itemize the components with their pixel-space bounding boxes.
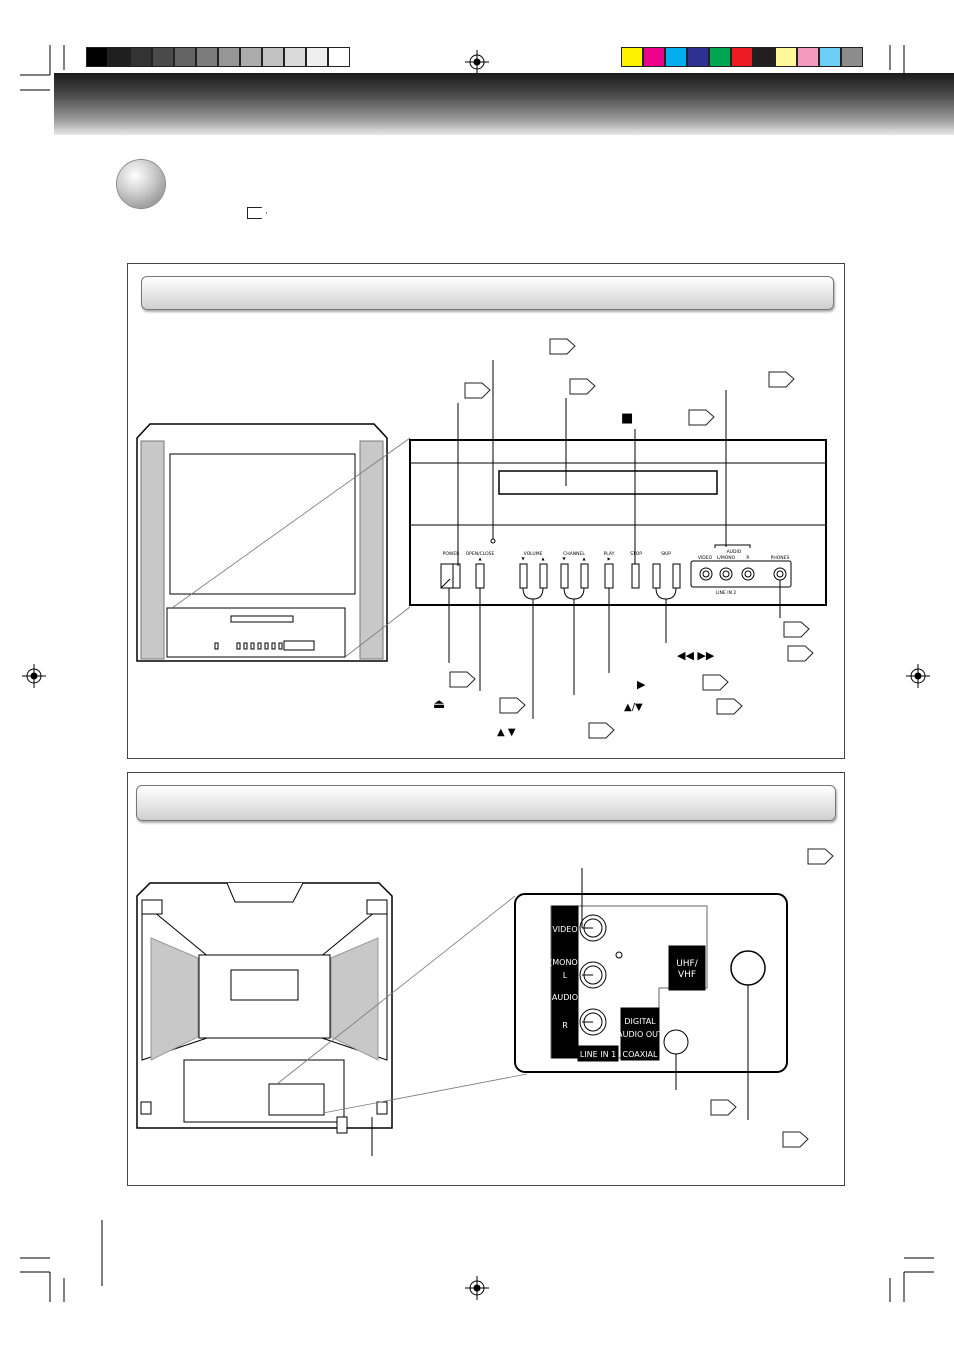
gray-swatch: [262, 47, 284, 67]
color-swatch: [709, 47, 731, 67]
rear-zoom-leader-bottom: [322, 1073, 528, 1114]
mini-up-channel: ▼: [562, 556, 566, 561]
gray-swatch: [284, 47, 306, 67]
color-swatch: [687, 47, 709, 67]
line-in1-strip: [551, 905, 579, 1059]
section-bullet: [117, 160, 165, 208]
stop-symbol: ■: [621, 411, 633, 426]
label-channel: CHANNEL: [563, 551, 585, 557]
rear-illustration: VIDEO (MONO) L AUDIO R LINE IN 1 UHF/VHF…: [136, 848, 834, 1156]
color-swatch: [643, 47, 665, 67]
volume-arrows: ▲ ▼: [497, 727, 516, 738]
header-band: [54, 73, 954, 135]
tv-back: [136, 882, 393, 1134]
rear-zoom-leader-top: [276, 895, 516, 1085]
uhf-vhf-label-box: [668, 945, 706, 991]
label-uhf-vhf: UHF/VHF: [676, 959, 699, 980]
label-line-in1: LINE IN 1: [580, 1050, 616, 1059]
mini-down-volume: ▲: [541, 556, 545, 561]
skip-symbol: ◀◀ ▶▶: [677, 649, 715, 662]
gray-swatch: [86, 47, 108, 67]
play-symbol: ▶: [637, 678, 646, 691]
color-swatch: [665, 47, 687, 67]
page-ref-tab: [247, 207, 267, 219]
gray-swatch: [152, 47, 174, 67]
label-play: PLAY: [604, 551, 615, 557]
mini-open: ▲: [478, 556, 482, 561]
label-audio-rear: AUDIO: [552, 993, 578, 1002]
label-skip: SKIP: [661, 551, 671, 557]
mini-down-channel: ▲: [582, 556, 586, 561]
audio-bracket: [714, 544, 751, 548]
gray-swatch: [174, 47, 196, 67]
label-stop: STOP: [630, 551, 642, 557]
label-open-close: OPEN/CLOSE: [466, 551, 495, 557]
color-swatch: [621, 47, 643, 67]
gray-swatch: [196, 47, 218, 67]
registration-target: [22, 50, 930, 1300]
front-detail-panel: [409, 439, 827, 606]
grayscale-calibration-bar: [86, 47, 350, 67]
gray-swatch: [108, 47, 130, 67]
label-video: VIDEO: [698, 555, 713, 561]
color-calibration-bar: [621, 47, 863, 67]
label-r: R: [746, 555, 749, 561]
color-swatch: [775, 47, 797, 67]
label-video-rear: VIDEO: [552, 925, 577, 934]
label-audio-out: AUDIO OUT: [617, 1030, 663, 1039]
label-power: POWER: [443, 551, 460, 557]
gray-swatch: [240, 47, 262, 67]
label-phones: PHONES: [771, 555, 790, 561]
label-audio: AUDIO: [727, 549, 742, 555]
label-volume: VOLUME: [524, 551, 543, 557]
front-title-strip: [141, 276, 834, 310]
zoom-leader-top: [171, 437, 411, 609]
digital-out-label-box: [620, 1007, 660, 1061]
channel-arrows: ▲/▼: [624, 702, 643, 713]
gray-swatch: [328, 47, 350, 67]
rear-panel-section: [127, 772, 845, 1186]
rear-detail-panel: [514, 893, 788, 1073]
label-l: L: [563, 971, 568, 980]
label-line-in2: LINE IN 2: [716, 590, 737, 596]
eject-symbol: ⏏: [433, 697, 445, 712]
color-swatch: [797, 47, 819, 67]
label-mono: (MONO): [549, 958, 581, 967]
color-swatch: [753, 47, 775, 67]
rear-page-tabs: [710, 848, 834, 1148]
tv-front: [136, 423, 388, 662]
label-digital: DIGITAL: [624, 1017, 656, 1026]
gray-swatch: [306, 47, 328, 67]
color-swatch: [731, 47, 753, 67]
gray-swatch: [130, 47, 152, 67]
front-panel-section: [127, 263, 845, 759]
mini-play: ▶: [607, 556, 611, 561]
label-l-mono: L/MONO: [717, 555, 736, 561]
front-page-tabs: [449, 338, 814, 739]
mini-up-volume: ▼: [521, 556, 525, 561]
color-swatch: [841, 47, 863, 67]
label-r-rear: R: [562, 1021, 568, 1030]
label-coaxial: COAXIAL: [623, 1050, 659, 1059]
front-illustration: POWER OPEN/CLOSE VOLUME CHANNEL PLAY STO…: [136, 338, 827, 739]
zoom-leader-bottom: [344, 606, 411, 658]
gray-swatch: [218, 47, 240, 67]
rear-title-strip: [136, 785, 836, 821]
color-swatch: [819, 47, 841, 67]
